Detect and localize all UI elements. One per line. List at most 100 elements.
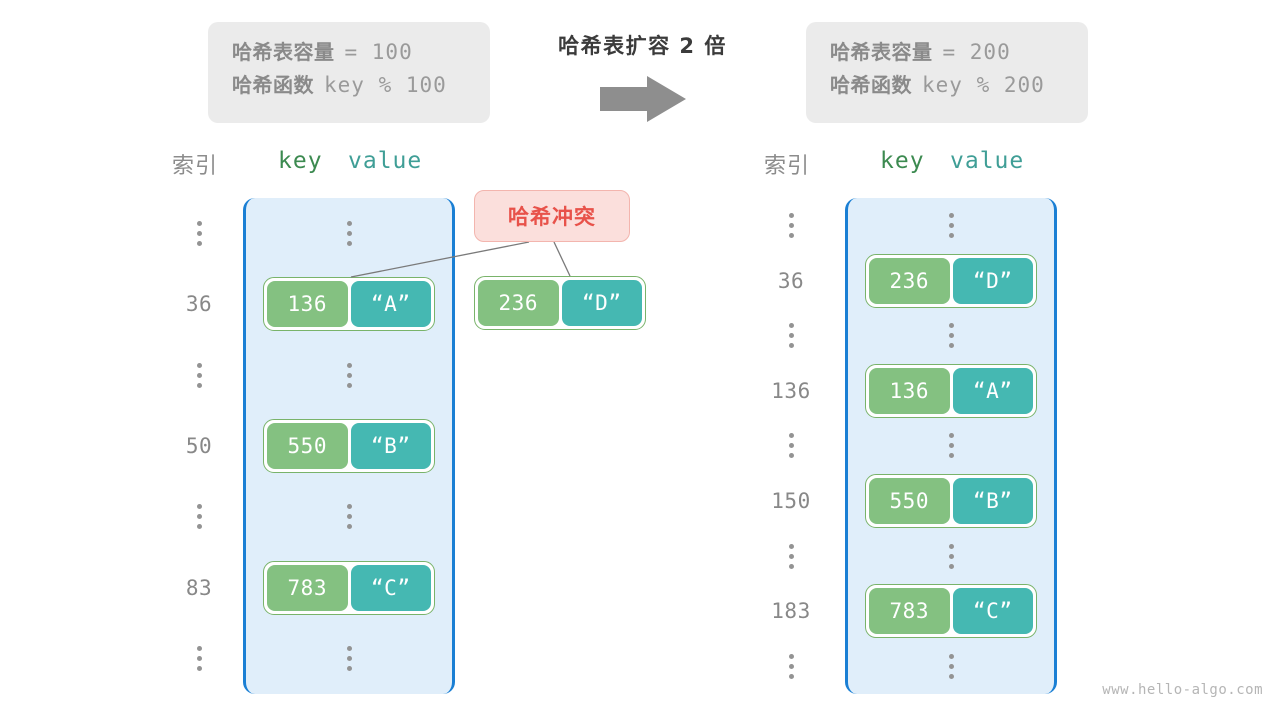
key-cell: 550 (869, 478, 950, 525)
left-hash-table: 136“A” 550“B” 783“C” (243, 198, 455, 694)
table-row: 550“B” (246, 411, 452, 482)
key-value-pair: 236“D” (865, 253, 1037, 308)
capacity-line-left: 哈希表容量 = 100 (232, 36, 466, 69)
right-index-column: 36 136 150 183 (760, 198, 822, 694)
table-row: 236“D” (848, 253, 1054, 308)
vertical-ellipsis-icon (788, 433, 794, 459)
value-cell: “B” (350, 422, 431, 469)
index-label: 83 (185, 575, 213, 600)
right-key-header: key (880, 148, 925, 174)
vertical-ellipsis-icon (948, 213, 954, 239)
table-row (848, 308, 1054, 363)
right-table-rows: 236“D” 136“A” 550“B” 783“C” (848, 198, 1054, 694)
vertical-ellipsis-icon (346, 645, 352, 671)
key-cell: 550 (267, 422, 348, 469)
vertical-ellipsis-icon (346, 504, 352, 530)
index-label (760, 639, 822, 694)
key-value-pair: 783“C” (263, 560, 435, 615)
capacity-value-left: = 100 (344, 40, 413, 64)
index-label (760, 418, 822, 473)
vertical-ellipsis-icon (196, 220, 202, 246)
hash-table-info-right: 哈希表容量 = 200 哈希函数 key % 200 (806, 22, 1088, 123)
overflow-value-cell: “D” (561, 280, 642, 326)
index-label (760, 529, 822, 584)
table-row (848, 418, 1054, 473)
right-index-header: 索引 (764, 154, 811, 179)
hash-collision-label: 哈希冲突 (508, 205, 596, 229)
value-cell: “A” (952, 367, 1033, 414)
table-row: 136“A” (848, 363, 1054, 418)
expand-title: 哈希表扩容 2 倍 (558, 34, 727, 58)
index-label (170, 340, 228, 411)
function-value-left: key % 100 (324, 72, 447, 97)
index-label (170, 623, 228, 694)
vertical-ellipsis-icon (788, 653, 794, 679)
function-label-right: 哈希函数 (830, 72, 912, 97)
index-label (170, 198, 228, 269)
vertical-ellipsis-icon (346, 220, 352, 246)
key-value-pair: 550“B” (263, 418, 435, 473)
function-line-right: 哈希函数 key % 200 (830, 69, 1064, 102)
value-cell: “A” (350, 281, 431, 328)
left-value-header: value (348, 148, 423, 174)
vertical-ellipsis-icon (948, 543, 954, 569)
key-cell: 236 (869, 257, 950, 304)
table-row (848, 639, 1054, 694)
key-value-pair: 136“A” (263, 277, 435, 332)
table-row (246, 198, 452, 269)
key-value-pair: 783“C” (865, 584, 1037, 639)
overflow-key-value-pair: 236 “D” (474, 276, 646, 330)
index-label (760, 198, 822, 253)
index-label (170, 481, 228, 552)
vertical-ellipsis-icon (196, 645, 202, 671)
table-row: 550“B” (848, 474, 1054, 529)
hash-collision-badge: 哈希冲突 (474, 190, 630, 242)
overflow-key-cell: 236 (478, 280, 559, 326)
table-row (848, 198, 1054, 253)
left-index-column: 36 50 83 (170, 198, 228, 694)
left-table-rows: 136“A” 550“B” 783“C” (246, 198, 452, 694)
vertical-ellipsis-icon (948, 653, 954, 679)
index-label (760, 308, 822, 363)
right-arrow-icon (600, 76, 686, 122)
index-label: 36 (777, 268, 805, 293)
key-value-pair: 136“A” (865, 363, 1037, 418)
table-row (848, 529, 1054, 584)
right-value-header: value (950, 148, 1025, 174)
index-label: 36 (185, 292, 213, 317)
capacity-label-right: 哈希表容量 (830, 40, 933, 64)
key-cell: 136 (267, 281, 348, 328)
index-label: 150 (771, 489, 811, 514)
table-row: 136“A” (246, 269, 452, 340)
vertical-ellipsis-icon (346, 362, 352, 388)
key-cell: 783 (267, 564, 348, 611)
vertical-ellipsis-icon (788, 213, 794, 239)
table-row: 783“C” (848, 584, 1054, 639)
key-value-pair: 550“B” (865, 474, 1037, 529)
vertical-ellipsis-icon (788, 323, 794, 349)
key-cell: 783 (869, 588, 950, 635)
vertical-ellipsis-icon (196, 504, 202, 530)
function-line-left: 哈希函数 key % 100 (232, 69, 466, 102)
table-row (246, 623, 452, 694)
key-cell: 136 (869, 367, 950, 414)
value-cell: “C” (350, 564, 431, 611)
left-key-header: key (278, 148, 323, 174)
table-row: 783“C” (246, 552, 452, 623)
function-label-left: 哈希函数 (232, 72, 314, 97)
value-cell: “C” (952, 588, 1033, 635)
capacity-value-right: = 200 (942, 40, 1011, 64)
left-index-header: 索引 (172, 154, 219, 179)
capacity-line-right: 哈希表容量 = 200 (830, 36, 1064, 69)
vertical-ellipsis-icon (788, 543, 794, 569)
hash-table-info-left: 哈希表容量 = 100 哈希函数 key % 100 (208, 22, 490, 123)
index-label: 50 (185, 433, 213, 458)
index-label: 136 (771, 378, 811, 403)
vertical-ellipsis-icon (196, 362, 202, 388)
capacity-label-left: 哈希表容量 (232, 40, 335, 64)
index-label: 183 (771, 599, 811, 624)
table-row (246, 340, 452, 411)
value-cell: “B” (952, 478, 1033, 525)
vertical-ellipsis-icon (948, 323, 954, 349)
